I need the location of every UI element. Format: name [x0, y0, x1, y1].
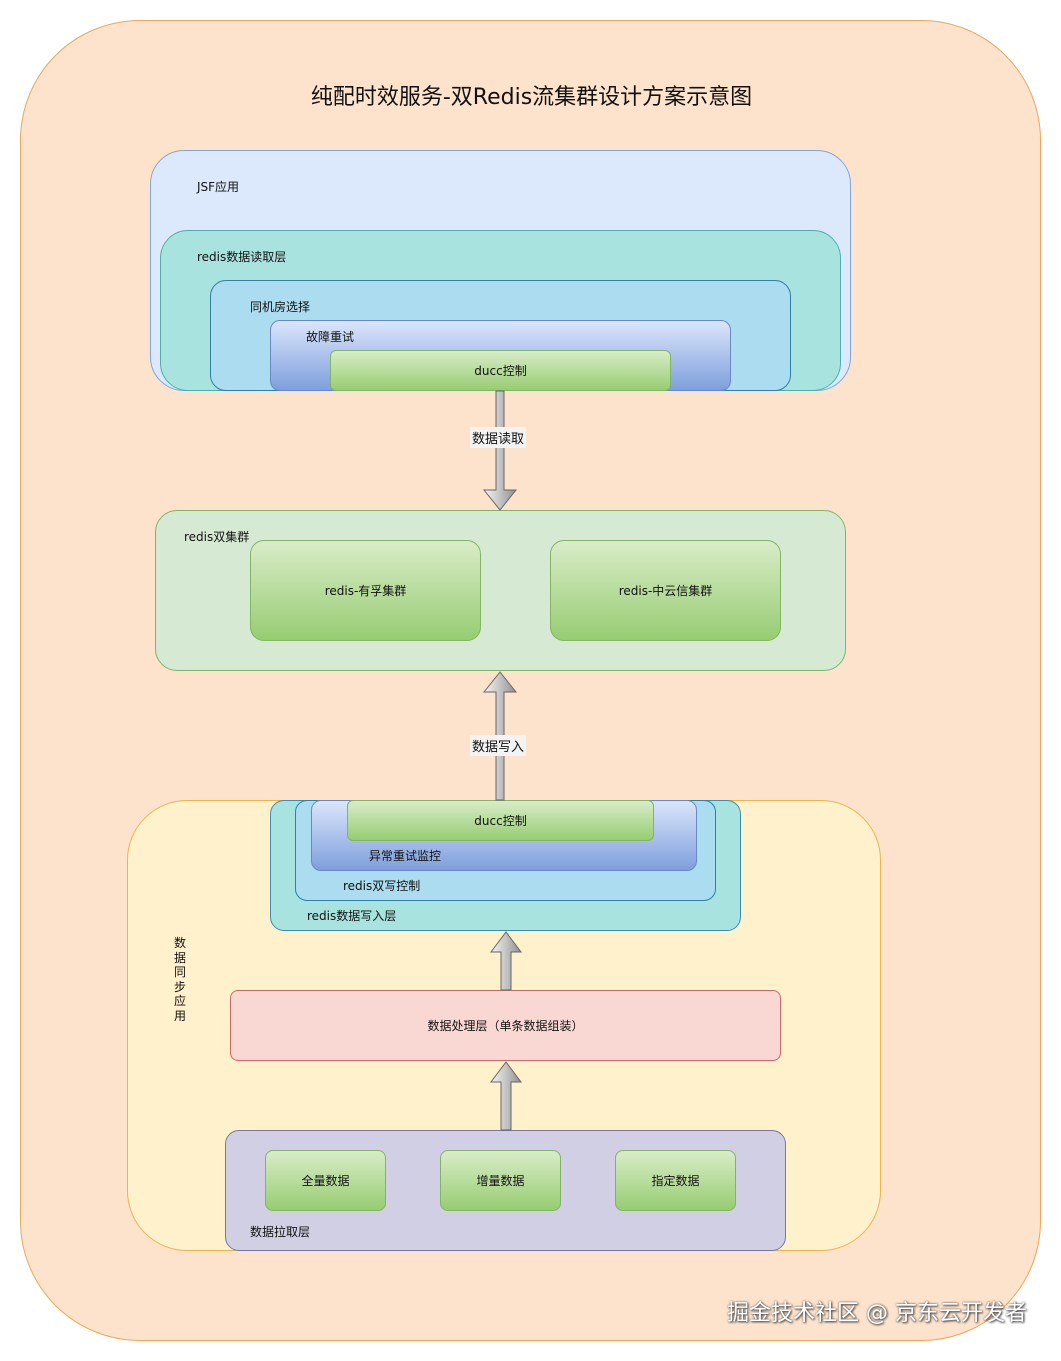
redis-read-layer-label: redis数据读取层: [197, 250, 287, 264]
redis-cluster-label: redis双集群: [184, 530, 250, 544]
process-layer-box: 数据处理层（单条数据组装）: [230, 990, 781, 1061]
process-to-write-arrow: [490, 931, 522, 991]
pull-layer-label: 数据拉取层: [250, 1225, 311, 1239]
jsf-app-label: JSF应用: [197, 180, 240, 194]
diagram-title: 纯配时效服务-双Redis流集群设计方案示意图: [310, 85, 753, 110]
full-data-label: 全量数据: [301, 1174, 350, 1188]
full-data-box: 全量数据: [265, 1150, 386, 1211]
specified-data-label: 指定数据: [651, 1174, 700, 1188]
sync-app-label: 数据同步应用: [174, 936, 187, 1023]
dual-write-label: redis双写控制: [343, 879, 421, 893]
ducc-control-read-box: ducc控制: [330, 350, 671, 391]
incremental-data-box: 增量数据: [440, 1150, 561, 1211]
ducc-control-write-label: ducc控制: [474, 814, 527, 828]
cluster-youfu-label: redis-有孚集群: [324, 584, 407, 598]
specified-data-box: 指定数据: [615, 1150, 736, 1211]
fault-retry-label: 故障重试: [306, 330, 355, 344]
cluster-zhongyunxin-label: redis-中云信集群: [618, 584, 713, 598]
exception-retry-label: 异常重试监控: [369, 849, 442, 863]
process-layer-label: 数据处理层（单条数据组装）: [427, 1019, 584, 1033]
redis-write-layer-label: redis数据写入层: [307, 909, 397, 923]
pull-to-process-arrow: [490, 1061, 522, 1131]
cluster-zhongyunxin-box: redis-中云信集群: [550, 540, 781, 641]
ducc-control-read-label: ducc控制: [474, 364, 527, 378]
watermark: 掘金技术社区 @ 京东云开发者: [727, 1301, 1027, 1326]
write-edge-label: 数据写入: [470, 735, 527, 756]
cluster-youfu-box: redis-有孚集群: [250, 540, 481, 641]
read-edge-label: 数据读取: [470, 427, 527, 448]
same-room-label: 同机房选择: [250, 300, 311, 314]
incremental-data-label: 增量数据: [476, 1174, 525, 1188]
read-arrow: [482, 390, 518, 511]
